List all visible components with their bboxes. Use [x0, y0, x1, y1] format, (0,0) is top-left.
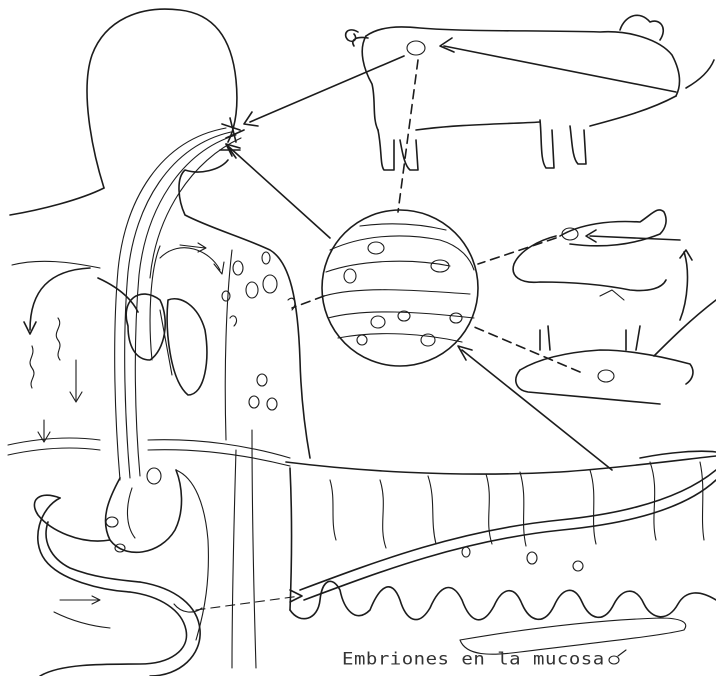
rat: [513, 210, 692, 320]
connector-arrows: [226, 38, 680, 470]
organs: [126, 294, 207, 395]
stomach-intestine: [8, 438, 302, 676]
pig: [346, 15, 714, 170]
intestinal-mucosa: [286, 451, 716, 664]
caption-text: Embriones en la mucosa: [342, 649, 605, 669]
small-mammal: [516, 290, 716, 404]
magnified-muscle-circle: [322, 210, 478, 366]
left-arrows: [24, 243, 224, 442]
larvae-chest: [222, 252, 295, 410]
